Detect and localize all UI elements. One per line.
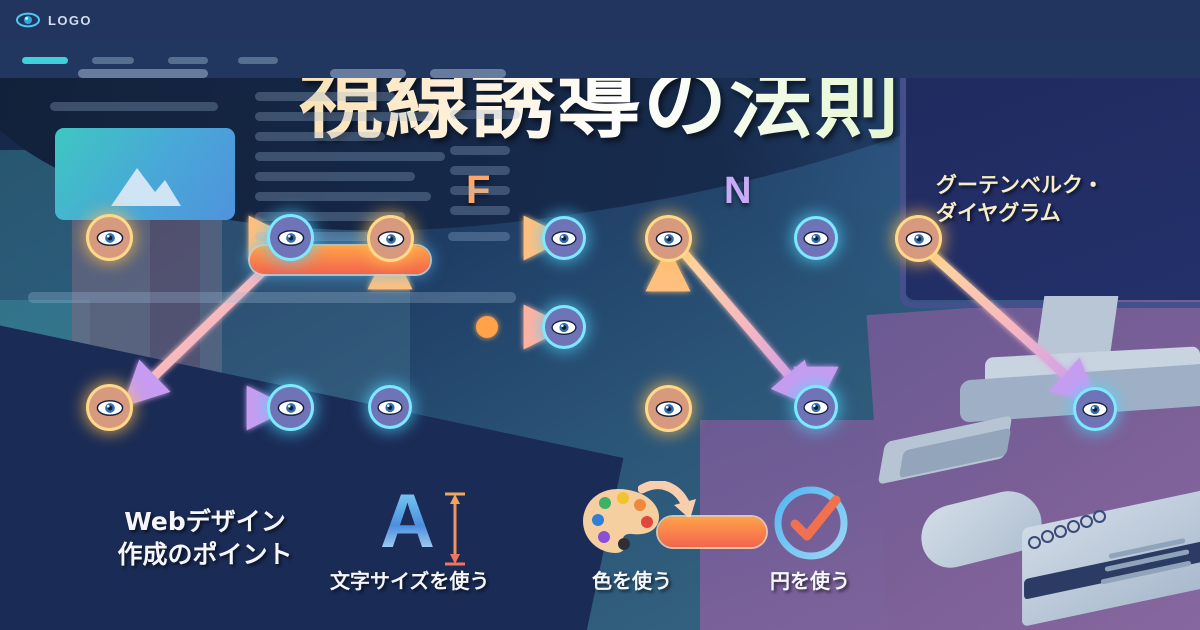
content-line (78, 69, 208, 78)
eye-marker-f-2[interactable] (545, 219, 583, 257)
z-pattern-arrows (122, 215, 294, 431)
eye-icon (803, 230, 829, 246)
eye-icon (377, 230, 404, 247)
content-line (450, 166, 510, 175)
feature-color[interactable] (580, 481, 780, 559)
circle-check-icon (774, 486, 848, 560)
eye-marker-f-3[interactable] (545, 308, 583, 346)
content-line (255, 112, 433, 121)
eye-marker-g-1[interactable] (898, 218, 939, 259)
eye-icon (803, 399, 829, 415)
logo-label: LOGO (48, 12, 92, 28)
eye-marker-z-2[interactable] (270, 217, 311, 258)
eye-icon (16, 12, 40, 28)
eye-marker-z-4[interactable] (270, 387, 311, 428)
eye-icon (377, 399, 403, 415)
content-line (255, 92, 395, 101)
eye-icon (551, 319, 577, 335)
eye-icon (277, 229, 304, 246)
content-line (255, 172, 415, 181)
curved-arrow-icon (638, 481, 696, 519)
caption-bottom-left-line2: 作成のポイント (117, 540, 293, 569)
content-line (450, 146, 510, 155)
caption-top-right-line1: グーテンベルク・ (936, 173, 1104, 197)
caption-bottom-left: Webデザイン 作成のポイント (95, 505, 315, 571)
content-line (50, 102, 218, 111)
content-line (28, 292, 516, 303)
mountain-image-icon (111, 168, 181, 206)
pattern-label-n: N (724, 170, 752, 212)
content-line (255, 152, 445, 161)
caption-top-right-line2: ダイヤグラム (936, 200, 1061, 225)
notebook-spiral (1041, 530, 1054, 543)
eye-marker-n-2[interactable] (797, 219, 835, 257)
palette-icon (583, 489, 659, 553)
content-line (430, 69, 506, 78)
feature-color-label: 色を使う (592, 569, 672, 593)
eye-marker-f-4[interactable] (371, 388, 409, 426)
nav-item-1[interactable] (22, 57, 68, 64)
nav-item-4[interactable] (238, 57, 278, 64)
pattern-label-f: F (466, 168, 491, 212)
eye-icon (551, 230, 577, 246)
color-sample-button[interactable] (658, 517, 766, 547)
eye-marker-g-2[interactable] (1076, 390, 1114, 428)
content-line (450, 110, 520, 119)
image-placeholder-card[interactable] (55, 128, 235, 220)
eye-icon (905, 230, 932, 247)
notebook-spiral (1080, 515, 1093, 528)
nav-item-2[interactable] (92, 57, 134, 64)
browser-title-bar: LOGO (0, 0, 1200, 40)
f-pattern-arrows (367, 215, 569, 398)
content-line (255, 212, 405, 221)
eye-marker-z-3[interactable] (89, 387, 130, 428)
nav-item-3[interactable] (168, 57, 208, 64)
eye-icon (655, 230, 682, 247)
notebook-spiral (1054, 525, 1067, 538)
eye-marker-n-1[interactable] (648, 218, 689, 259)
feature-font-size-label: 文字サイズを使う (330, 569, 490, 593)
eye-marker-n-3[interactable] (648, 388, 689, 429)
gutenberg-diagram-arrow (928, 251, 1099, 405)
letter-a-with-height-arrow-icon (445, 492, 465, 566)
eye-marker-z-1[interactable] (89, 217, 130, 258)
caption-bottom-left-line1: Webデザイン (124, 507, 286, 536)
eye-icon (96, 399, 123, 416)
eye-marker-f-1[interactable] (370, 218, 411, 259)
notebook-spiral (1067, 520, 1080, 533)
eye-marker-n-4[interactable] (797, 388, 835, 426)
caption-top-right: グーテンベルク・ ダイヤグラム (936, 172, 1104, 227)
notebook-spiral (1093, 510, 1106, 523)
content-line (255, 232, 375, 241)
eye-icon (655, 400, 682, 417)
n-pattern-arrows (645, 246, 839, 412)
content-line (255, 192, 431, 201)
eye-icon (277, 399, 304, 416)
eye-icon (96, 229, 123, 246)
content-line (450, 186, 510, 195)
content-line (448, 232, 510, 241)
letter-a-glyph: A (380, 479, 435, 564)
feature-circle-label: 円を使う (770, 569, 850, 593)
content-line (450, 206, 510, 215)
content-line (255, 132, 385, 141)
eye-icon (1082, 401, 1108, 417)
feature-circle[interactable] (768, 484, 858, 562)
notebook-spiral (1028, 536, 1041, 549)
content-line (330, 69, 406, 78)
